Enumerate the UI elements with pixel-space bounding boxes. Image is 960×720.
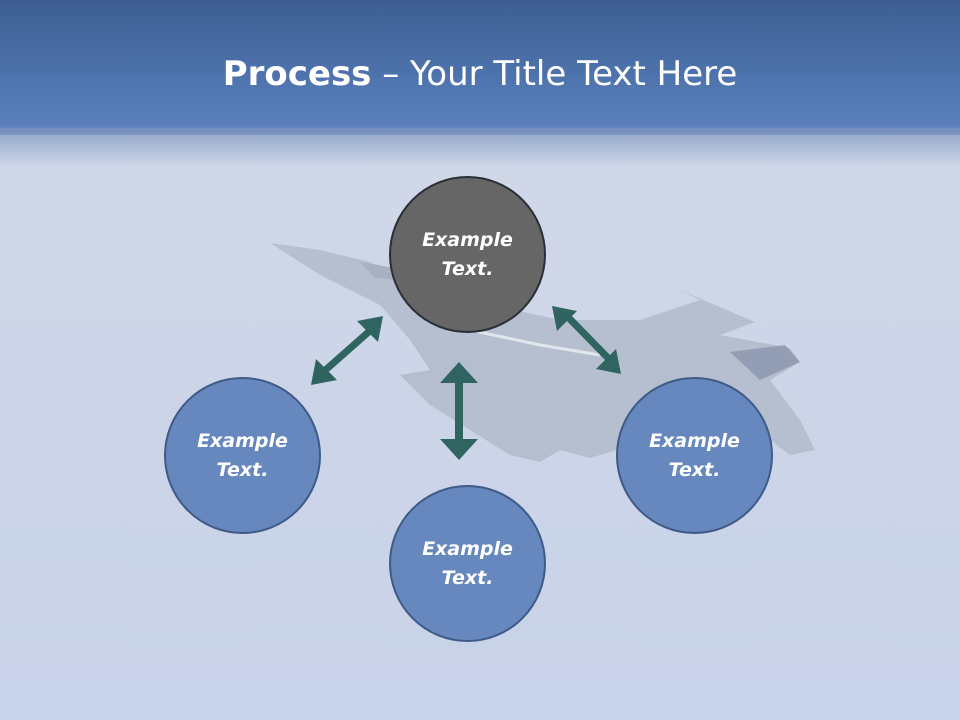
header-fade — [0, 128, 960, 168]
header-band — [0, 0, 960, 135]
node-bottom-line2: Text. — [441, 566, 494, 589]
arrow-vertical — [440, 362, 478, 460]
node-right: Example Text. — [616, 377, 773, 534]
arrow-top-right — [552, 306, 621, 374]
node-left-line2: Text. — [216, 458, 269, 481]
title-rest: – Your Title Text Here — [371, 54, 738, 94]
node-top: Example Text. — [389, 176, 546, 333]
node-right-line2: Text. — [668, 458, 721, 481]
node-bottom-line1: Example — [422, 537, 513, 560]
node-left: Example Text. — [164, 377, 321, 534]
node-left-line1: Example — [197, 429, 288, 452]
arrow-top-left — [311, 316, 383, 385]
title-bold: Process — [222, 54, 372, 94]
node-top-line1: Example — [422, 228, 513, 251]
node-right-line1: Example — [649, 429, 740, 452]
node-bottom: Example Text. — [389, 485, 546, 642]
node-top-line2: Text. — [441, 257, 494, 280]
slide-title: Process – Your Title Text Here — [0, 52, 960, 96]
